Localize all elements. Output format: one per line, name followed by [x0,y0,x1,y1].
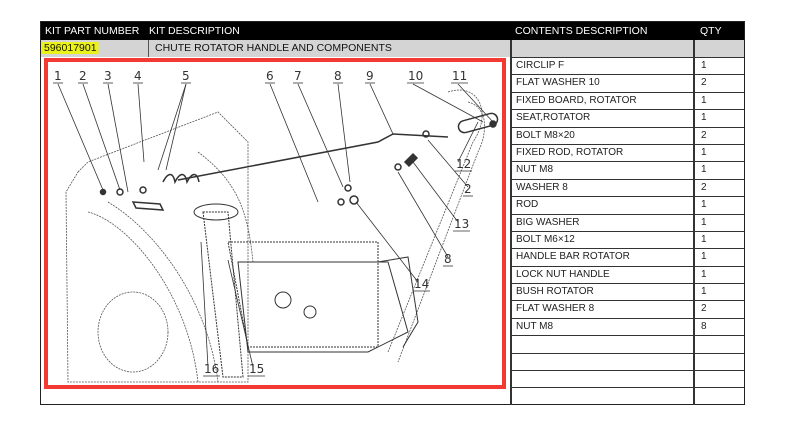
callout-label: 11 [452,69,467,83]
contents-description-cell: SEAT,ROTATOR [510,110,693,127]
callout-label: 2 [464,182,472,196]
chute-and-engine [193,203,419,378]
qty-cell [693,388,744,405]
table-row [510,352,744,371]
callout-label: 12 [456,157,471,171]
contents-description-cell: NUT M8 [510,162,693,179]
callout-label: 6 [266,69,274,83]
callout-label: 2 [79,69,87,83]
qty-cell: 1 [693,266,744,284]
callout-label: 14 [414,277,429,291]
contents-description-cell: FIXED ROD, ROTATOR [510,144,693,162]
qty-cell: 1 [693,284,744,301]
kit-row-qty-cell [693,40,695,57]
contents-description-cell: BOLT M6×12 [510,231,693,249]
kit-row: 596017901 CHUTE ROTATOR HANDLE AND COMPO… [41,40,744,57]
contents-description-cell: FLAT WASHER 8 [510,301,693,318]
contents-description-cell: WASHER 8 [510,179,693,197]
callout-label: 8 [334,69,342,83]
contents-description-cell: LOCK NUT HANDLE [510,266,693,284]
contents-description-cell: CIRCLIP F [510,58,693,75]
contents-description-cell: FLAT WASHER 10 [510,75,693,92]
kit-part-number: 596017901 [42,42,99,54]
contents-description-cell [510,388,693,405]
contents-description-cell: BUSH ROTATOR [510,284,693,301]
rotator-rod [99,112,499,211]
contents-description-cell: NUT M8 [510,318,693,336]
qty-cell: 1 [693,110,744,127]
contents-description-cell [510,353,693,371]
contents-description-cell: BIG WASHER [510,214,693,231]
qty-cell [693,371,744,388]
table-row [510,370,744,388]
qty-cell: 2 [693,179,744,197]
qty-cell: 1 [693,92,744,110]
callout-label: 15 [249,362,264,376]
callout-label: 9 [366,69,374,83]
callout-label: 4 [134,69,142,83]
kit-description: CHUTE ROTATOR HANDLE AND COMPONENTS [148,40,510,57]
contents-description-cell [510,336,693,353]
callout-label: 8 [444,252,452,266]
callout-label: 13 [454,217,469,231]
qty-cell: 1 [693,144,744,162]
callout-label: 10 [408,69,423,83]
snowblower-housing-outline [65,89,485,383]
qty-cell: 1 [693,214,744,231]
header-contents-description: CONTENTS DESCRIPTION [515,25,648,37]
callout-label: 1 [54,69,62,83]
kit-row-contents-cell [510,40,694,57]
qty-cell [693,336,744,353]
qty-cell: 2 [693,127,744,144]
contents-description-cell [510,371,693,388]
parts-sheet: KIT PART NUMBER KIT DESCRIPTION CONTENTS… [40,21,745,405]
qty-cell: 2 [693,75,744,92]
qty-cell: 1 [693,231,744,249]
header-kit-part-number: KIT PART NUMBER [45,25,140,37]
qty-cell: 1 [693,197,744,214]
header-kit-description: KIT DESCRIPTION [149,25,240,37]
qty-cell [693,353,744,371]
table-row [510,335,744,353]
qty-cell: 1 [693,249,744,266]
callout-label: 3 [104,69,112,83]
qty-cell: 1 [693,58,744,75]
callout-label: 5 [182,69,190,83]
header-qty: QTY [700,25,722,37]
contents-description-cell: FIXED BOARD, ROTATOR [510,92,693,110]
contents-description-cell: BOLT M8×20 [510,127,693,144]
callout-label: 7 [294,69,302,83]
table-row [510,387,744,405]
qty-cell: 2 [693,301,744,318]
qty-cell: 1 [693,162,744,179]
table-header: KIT PART NUMBER KIT DESCRIPTION CONTENTS… [41,22,744,40]
contents-description-cell: HANDLE BAR ROTATOR [510,249,693,266]
qty-cell: 8 [693,318,744,336]
contents-description-cell: ROD [510,197,693,214]
leader-lines [57,83,494,368]
diagram-highlight-box [44,58,506,389]
callout-label: 16 [204,362,219,376]
